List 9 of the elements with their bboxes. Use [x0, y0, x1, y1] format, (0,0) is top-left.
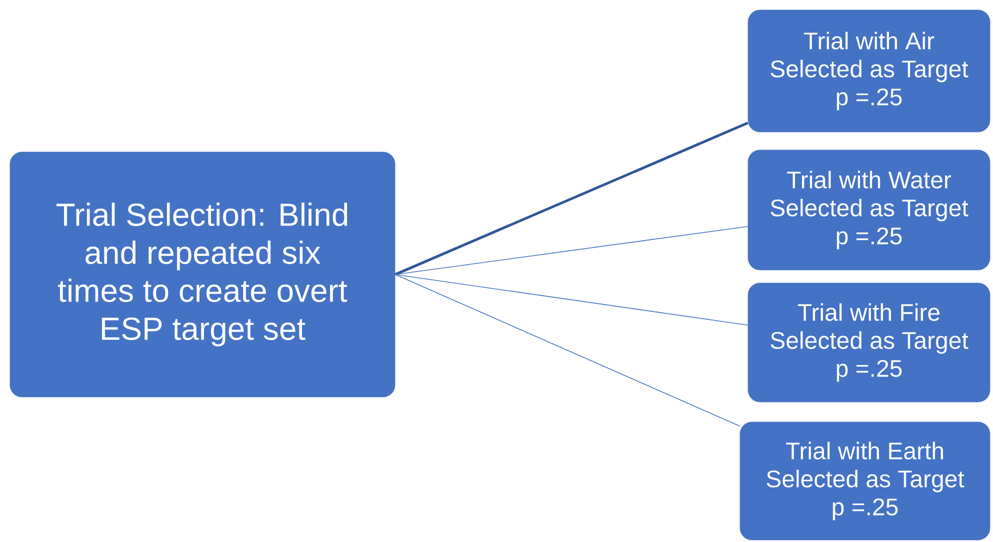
connector-line — [394, 122, 748, 276]
outcome-box: Trial with Earth Selected as Target p =.25 — [740, 422, 990, 540]
connector-line — [394, 274, 748, 326]
outcome-box: Trial with Air Selected as Target p =.25 — [748, 10, 990, 132]
outcome-box: Trial with Water Selected as Target p =.25 — [748, 150, 990, 270]
outcome-box: Trial with Fire Selected as Target p =.25 — [748, 282, 990, 402]
connector-line — [394, 226, 748, 275]
connector-line — [394, 274, 740, 427]
selection-box: Trial Selection: Blind and repeated six times to create overt ESP target set — [10, 152, 396, 398]
